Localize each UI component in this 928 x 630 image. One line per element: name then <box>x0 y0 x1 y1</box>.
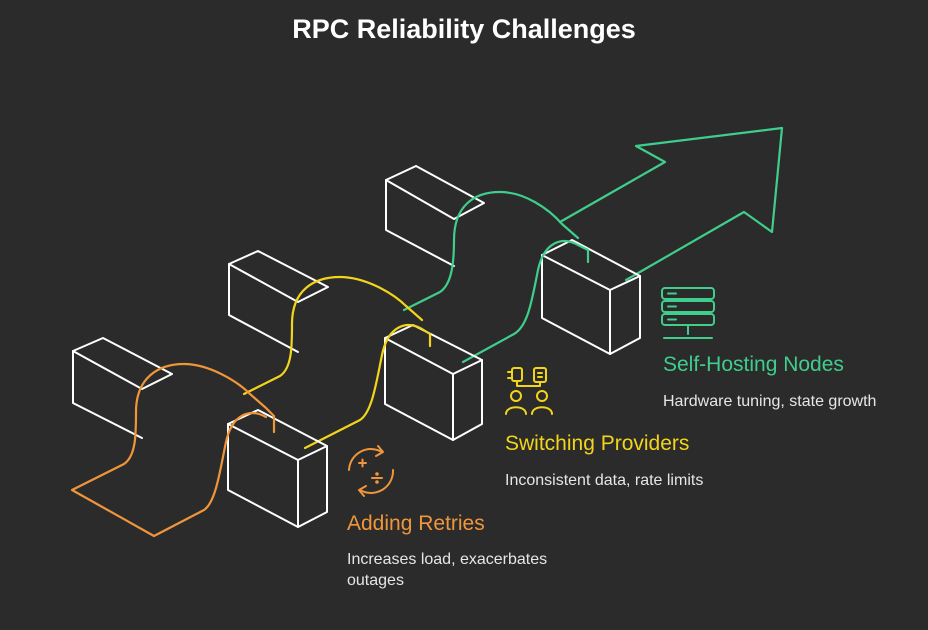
step-desc-retries: Increases load, exacerbates outages <box>347 551 548 589</box>
block-self-hosting <box>385 165 641 355</box>
connector-yellow <box>242 275 432 450</box>
step-label-switching: Switching Providers <box>505 432 690 455</box>
math-operations-cycle-icon <box>348 445 395 497</box>
block-retries <box>72 337 328 528</box>
page-title: RPC Reliability Challenges <box>292 14 636 44</box>
growth-arrow <box>558 126 784 282</box>
connector-green <box>402 190 590 364</box>
connector-orange <box>70 362 276 538</box>
step-desc-self-hosting: Hardware tuning, state growth <box>663 393 877 410</box>
server-stack-icon <box>661 287 715 339</box>
step-label-retries: Adding Retries <box>347 512 485 535</box>
step-desc-switching: Inconsistent data, rate limits <box>505 472 704 489</box>
block-switching <box>228 250 483 441</box>
plug-people-icon <box>505 367 553 415</box>
step-label-self-hosting: Self-Hosting Nodes <box>663 353 844 376</box>
